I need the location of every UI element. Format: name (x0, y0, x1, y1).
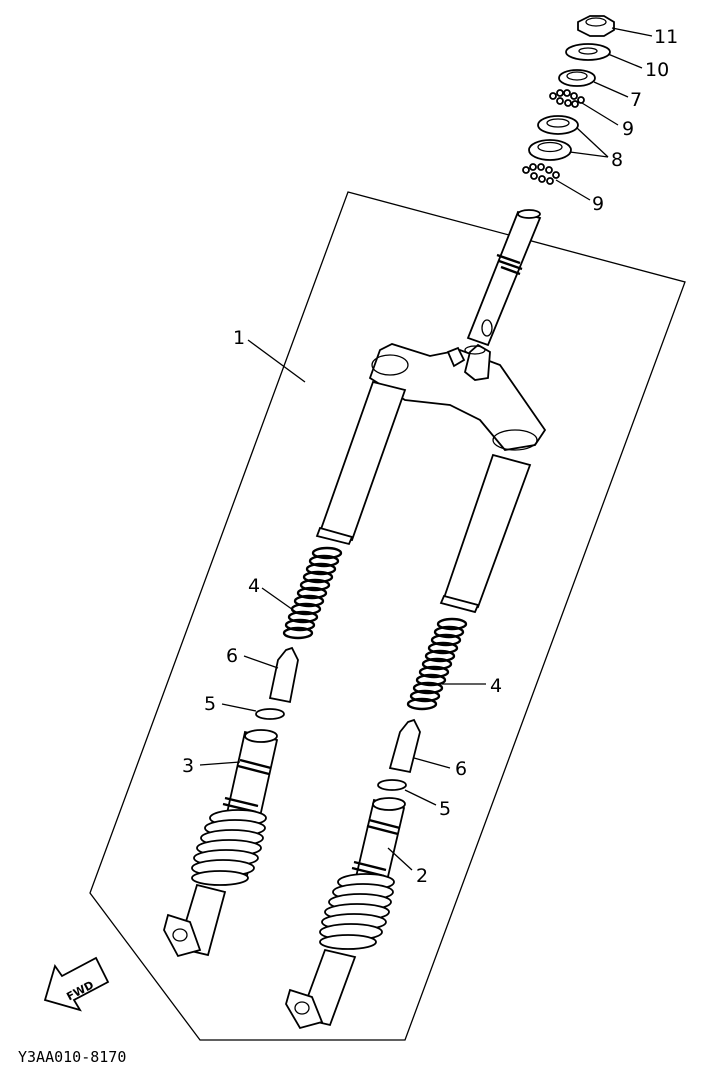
ball-race-upper (558, 69, 596, 87)
leader-lines (199, 27, 653, 871)
inner-tube-right (439, 453, 532, 614)
callout-5-left: 5 (204, 693, 216, 715)
callout-labels: 11 10 7 9 8 9 1 4 6 5 3 4 6 5 2 (182, 26, 678, 887)
under-bracket (368, 343, 547, 451)
fork-spring-right (406, 617, 468, 711)
callout-10: 10 (645, 59, 669, 81)
o-ring-left (255, 708, 285, 720)
o-ring-right (377, 779, 407, 791)
ball-race-middle (537, 115, 579, 135)
callout-6-right: 6 (455, 758, 467, 780)
callout-2: 2 (416, 865, 428, 887)
callout-9-upper: 9 (622, 118, 634, 140)
inner-tube-left (315, 380, 407, 546)
fork-spring-left (282, 546, 343, 640)
damper-piece-right (388, 718, 421, 774)
outer-tube-right (285, 797, 406, 1030)
steel-balls-lower (522, 163, 560, 185)
steering-stack (522, 15, 615, 185)
washer (565, 43, 611, 61)
callout-9-lower: 9 (592, 193, 604, 215)
ball-race-lower (528, 139, 572, 161)
steering-stem (466, 209, 542, 347)
outer-tube-left (163, 729, 279, 958)
callout-4-right: 4 (490, 675, 502, 697)
callout-6-left: 6 (226, 645, 238, 667)
damper-piece-left (268, 646, 299, 704)
callout-3: 3 (182, 755, 194, 777)
fwd-arrow-icon: FWD (43, 956, 110, 1012)
drawing-code: Y3AA010-8170 (18, 1048, 126, 1066)
callout-7: 7 (630, 89, 642, 111)
steel-balls-upper (549, 89, 585, 108)
ring-nut (577, 15, 615, 37)
assembly-outline (89, 191, 686, 1041)
callout-1: 1 (233, 327, 245, 349)
callout-4-left: 4 (248, 575, 260, 597)
callout-5-right: 5 (439, 798, 451, 820)
callout-8: 8 (611, 149, 623, 171)
callout-11: 11 (654, 26, 678, 48)
